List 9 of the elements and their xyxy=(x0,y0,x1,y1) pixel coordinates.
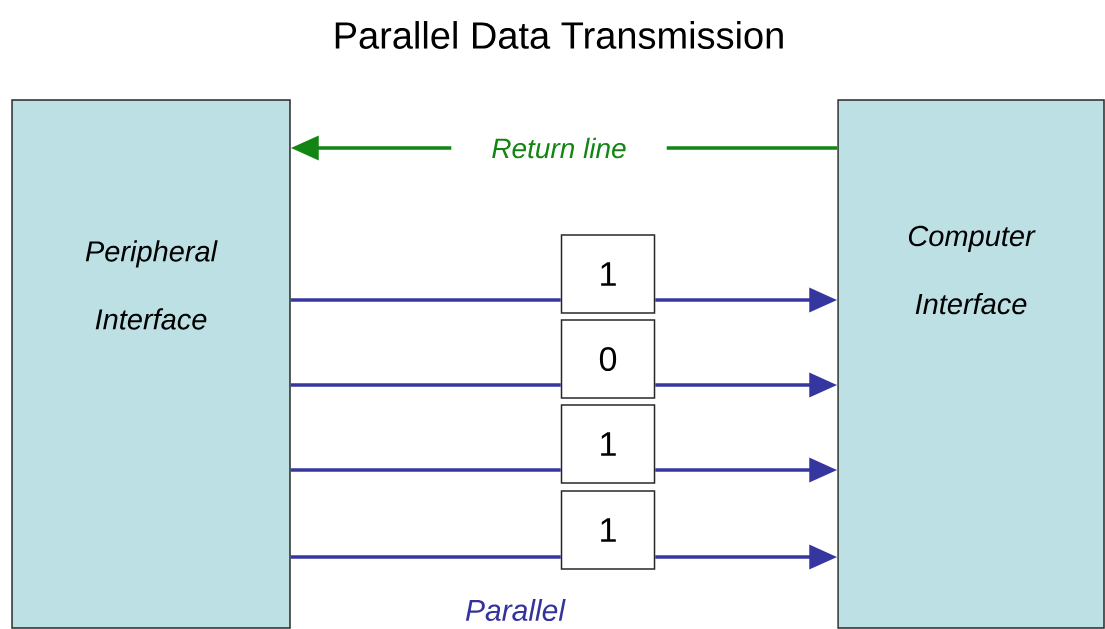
interface-box: Peripheral Interface xyxy=(11,99,291,629)
bit-box: 0 xyxy=(560,319,656,399)
interface-box: Computer Interface xyxy=(837,99,1105,629)
edge-label: Return line xyxy=(451,119,667,177)
bit-box: 1 xyxy=(560,404,656,484)
title: Parallel Data Transmission xyxy=(335,21,783,49)
bit-box: 1 xyxy=(560,234,656,314)
bit-box: 1 xyxy=(560,490,656,570)
caption-label: Parallel xyxy=(465,599,566,621)
